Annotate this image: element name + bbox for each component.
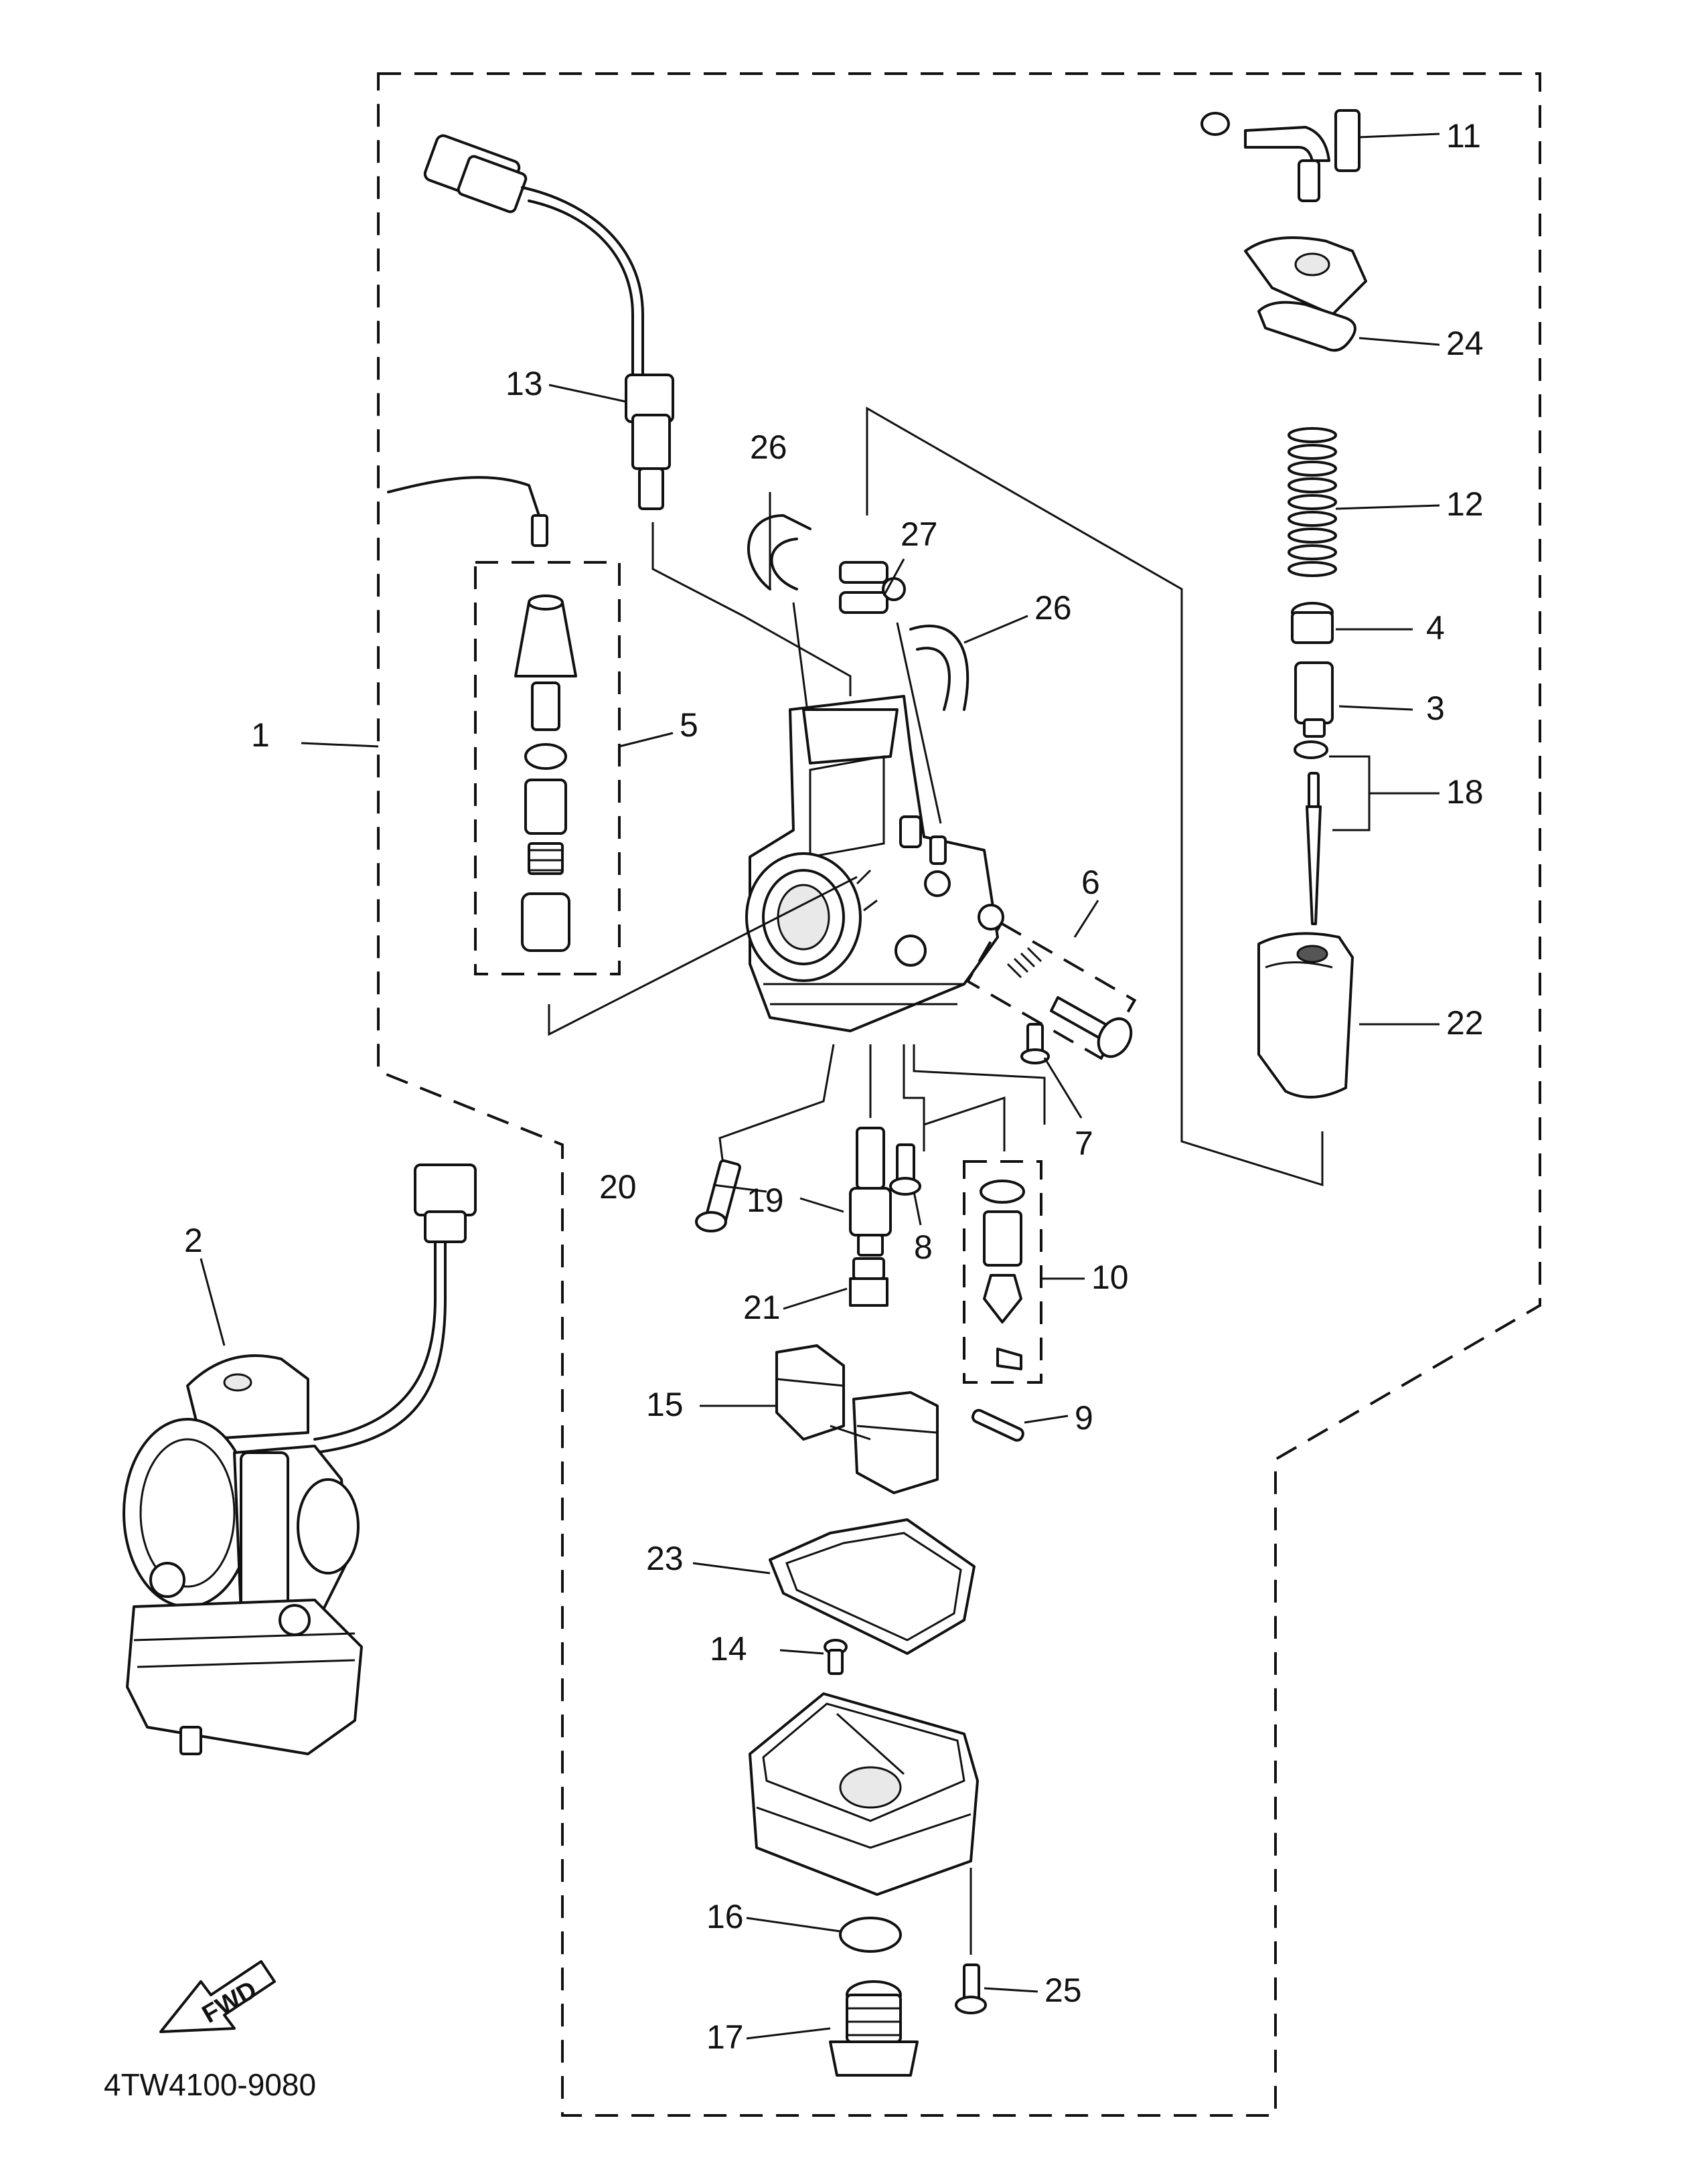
- callout-14: 14: [710, 1630, 747, 1668]
- part-12-spring: [1288, 427, 1337, 577]
- part-4-spring-seat: [1291, 602, 1334, 644]
- part-8-screw: [889, 1143, 921, 1196]
- part-7-screw: [1020, 1023, 1050, 1064]
- callout-19: 19: [747, 1182, 784, 1219]
- subassembly-5-box: [474, 561, 621, 975]
- part-11-cap-with-cable-guide: [1200, 109, 1367, 316]
- part-19-needle-jet: [849, 1127, 892, 1257]
- callout-2: 2: [184, 1222, 203, 1259]
- callout-17: 17: [706, 2018, 744, 2056]
- part-25-screw: [955, 1963, 987, 2014]
- callout-26-right: 26: [1034, 589, 1072, 627]
- leader-body-10b: [913, 1044, 1046, 1125]
- fwd-direction-arrow: FWD: [159, 1960, 276, 2033]
- callout-6: 6: [1081, 864, 1100, 901]
- part-6-pilot-screw: [1006, 947, 1133, 1058]
- drawing-code: 4TW4100-9080: [104, 2067, 316, 2102]
- carburetor-body: [745, 695, 1004, 1032]
- callout-20: 20: [599, 1168, 637, 1206]
- part-9-float-pin: [971, 1409, 1024, 1442]
- part-10-needle-valve: [980, 1180, 1025, 1370]
- part-14-screw: [824, 1639, 848, 1675]
- part-24-gasket: [1257, 301, 1356, 352]
- callout-27: 27: [901, 515, 938, 553]
- part-18-jet-needle: [1294, 740, 1328, 925]
- callout-labels: 1 2 3 4 5 6 7 8 9 10 11 12 13 14 15 16 1…: [184, 117, 1484, 2056]
- callout-10: 10: [1091, 1259, 1129, 1296]
- part-27-fitting: [839, 561, 906, 614]
- subassembly-10-box: [963, 1160, 1042, 1384]
- callout-21: 21: [743, 1289, 781, 1326]
- part-2-assembled-carburetor: [123, 1163, 477, 1755]
- part-1-cable-line: [387, 476, 540, 517]
- part-5-starter-plunger: [514, 594, 577, 952]
- callout-23: 23: [646, 1540, 684, 1577]
- callout-8: 8: [914, 1228, 933, 1266]
- callout-11: 11: [1446, 117, 1481, 155]
- callout-24: 24: [1446, 325, 1484, 362]
- part-16-o-ring: [839, 1917, 902, 1953]
- callout-16: 16: [706, 1898, 744, 1935]
- leader-body-27: [896, 622, 942, 824]
- float-bowl: [749, 1692, 979, 1896]
- assembly-boundary: [377, 72, 1541, 2117]
- callout-26-left: 26: [750, 428, 787, 466]
- part-3-needle-holder: [1294, 661, 1334, 738]
- leader-body-22: [866, 406, 1324, 1187]
- leader-body-26: [792, 602, 808, 707]
- callout-4: 4: [1426, 609, 1445, 647]
- leader-body-20: [718, 1044, 835, 1166]
- callout-1: 1: [251, 716, 270, 754]
- part-26-hose-right: [909, 625, 969, 711]
- callout-12: 12: [1446, 485, 1484, 523]
- callout-25: 25: [1044, 1972, 1082, 2009]
- leader-body-13: [651, 522, 852, 696]
- part-26-hose-left: [747, 514, 811, 590]
- callout-leaders: [200, 133, 1440, 2040]
- part-23-gasket-inner: [785, 1532, 962, 1641]
- callout-5: 5: [680, 706, 698, 744]
- part-22-throttle-valve: [1257, 932, 1354, 1099]
- leader-body-10: [903, 1044, 1006, 1151]
- part-21-main-jet: [849, 1257, 888, 1307]
- callout-18: 18: [1446, 773, 1484, 811]
- callout-3: 3: [1426, 690, 1445, 727]
- callout-9: 9: [1075, 1399, 1093, 1437]
- callout-7: 7: [1075, 1125, 1093, 1162]
- leader-body-5: [548, 876, 858, 1036]
- callout-15: 15: [646, 1386, 684, 1423]
- callout-13: 13: [506, 365, 543, 402]
- part-15-float: [775, 1344, 939, 1494]
- callout-22: 22: [1446, 1004, 1484, 1042]
- part-20-air-screw: [695, 1159, 742, 1232]
- part-23-gasket: [769, 1518, 976, 1655]
- part-13-throttle-sensor: [423, 134, 674, 510]
- cable-end: [531, 514, 548, 547]
- part-17-drain-plug: [829, 1980, 919, 2077]
